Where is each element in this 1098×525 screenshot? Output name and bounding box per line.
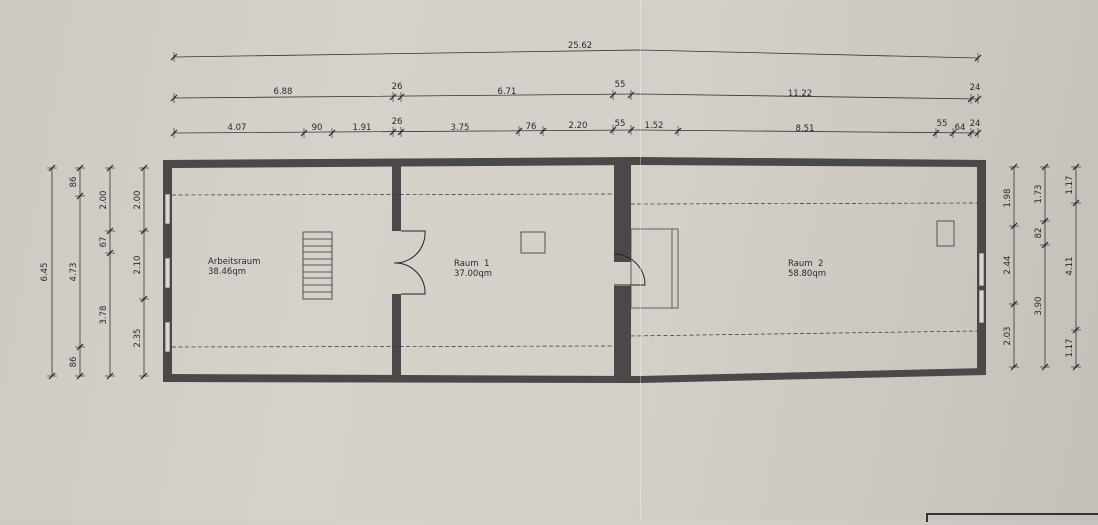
svg-text:2.20: 2.20	[569, 121, 588, 131]
svg-text:55: 55	[615, 119, 626, 129]
room-label-arbeitsraum: Arbeitsraum 38.46qm	[208, 257, 260, 277]
svg-text:1.17: 1.17	[1065, 339, 1075, 358]
roof-slope-lines	[171, 193, 978, 348]
door-raum1-raum2	[613, 253, 646, 286]
svg-text:82: 82	[1034, 228, 1044, 239]
svg-text:3.78: 3.78	[99, 306, 109, 325]
dimension-row-overall: 25.62	[170, 41, 982, 64]
svg-text:4.73: 4.73	[69, 263, 79, 282]
dimension-row-3: 4.07 90 1.91 26 3.75 76 2.20 55 1.52 8.5…	[170, 117, 982, 139]
svg-text:55: 55	[937, 119, 948, 129]
svg-text:38.46qm: 38.46qm	[208, 267, 246, 277]
svg-text:6.45: 6.45	[40, 263, 50, 282]
svg-text:11.22: 11.22	[788, 89, 812, 99]
dim-6-88: 6.88	[274, 87, 293, 97]
room-label-raum-1: Raum 1 37.00qm	[454, 259, 492, 279]
svg-text:55: 55	[615, 80, 626, 90]
svg-text:2.03: 2.03	[1003, 327, 1013, 346]
walls	[163, 157, 986, 383]
room-label-raum-2: Raum 2 58.80qm	[788, 259, 826, 279]
dim-overall: 25.62	[568, 41, 592, 51]
left-wall-windows	[164, 193, 171, 353]
chimney-raum2	[936, 220, 955, 247]
svg-text:26: 26	[392, 117, 403, 127]
svg-text:67: 67	[99, 237, 109, 248]
svg-text:3.90: 3.90	[1034, 297, 1044, 316]
dormer-box	[630, 228, 679, 309]
svg-text:1.91: 1.91	[353, 123, 372, 133]
svg-text:1.52: 1.52	[645, 121, 664, 131]
staircase	[302, 231, 333, 300]
svg-text:90: 90	[312, 123, 323, 133]
svg-text:6.71: 6.71	[498, 87, 517, 97]
svg-text:Raum 2: Raum 2	[788, 259, 823, 269]
svg-text:1.98: 1.98	[1003, 189, 1013, 208]
svg-text:2.35: 2.35	[133, 329, 143, 348]
svg-text:26: 26	[392, 82, 403, 92]
svg-text:1.17: 1.17	[1065, 176, 1075, 195]
svg-text:24: 24	[970, 83, 981, 93]
svg-text:8.51: 8.51	[796, 124, 815, 134]
chimney-raum1	[520, 231, 546, 254]
svg-text:4.11: 4.11	[1065, 257, 1075, 276]
svg-text:4.07: 4.07	[228, 123, 247, 133]
right-wall-windows	[978, 252, 985, 324]
svg-text:Arbeitsraum: Arbeitsraum	[208, 257, 260, 267]
double-door	[393, 230, 426, 295]
svg-text:2.44: 2.44	[1003, 256, 1013, 275]
svg-text:2.10: 2.10	[133, 256, 143, 275]
svg-text:86: 86	[69, 357, 79, 368]
svg-text:2.00: 2.00	[99, 191, 109, 210]
paper-fold-line	[640, 0, 641, 520]
svg-text:2.00: 2.00	[133, 191, 143, 210]
title-block-edge	[926, 513, 1098, 522]
svg-text:64: 64	[955, 123, 966, 133]
dimension-right: 1.98 2.44 2.03 1.73 82 3.90 1.17 4.11 1.…	[1003, 163, 1082, 371]
svg-text:24: 24	[970, 119, 981, 129]
svg-text:86: 86	[69, 177, 79, 188]
svg-text:76: 76	[526, 122, 537, 132]
svg-text:37.00qm: 37.00qm	[454, 269, 492, 279]
dimension-row-2: 6.88 26 6.71 55 11.22 24	[170, 80, 982, 105]
svg-text:3.75: 3.75	[451, 123, 470, 133]
svg-text:58.80qm: 58.80qm	[788, 269, 826, 279]
dimension-left: 6.45 86 4.73 86 2.00 67 3.78 2.00 2.10 2…	[40, 164, 150, 380]
svg-text:1.73: 1.73	[1034, 185, 1044, 204]
svg-text:Raum 1: Raum 1	[454, 259, 489, 269]
